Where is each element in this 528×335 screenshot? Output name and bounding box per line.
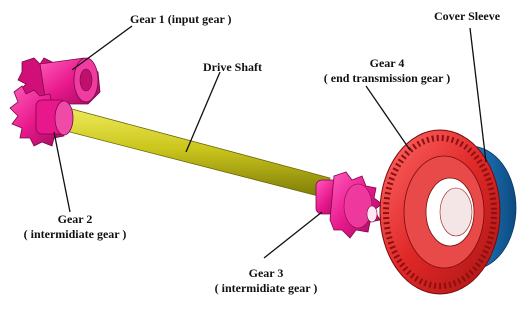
- label-gear-4: Gear 4 ( end transmission gear ): [312, 56, 462, 86]
- label-gear-3-subtitle: ( intermidiate gear ): [196, 281, 336, 296]
- leader-line-drive-shaft: [186, 72, 220, 152]
- label-gear-4-subtitle: ( end transmission gear ): [312, 71, 462, 86]
- leader-line-gear-1: [72, 26, 132, 70]
- label-gear-4-title: Gear 4: [312, 56, 462, 71]
- gear-4-shape: [380, 130, 500, 294]
- label-drive-shaft-text: Drive Shaft: [203, 60, 262, 75]
- drive-shaft: [59, 108, 330, 198]
- label-cover-sleeve: Cover Sleeve: [434, 9, 500, 24]
- label-gear-1: Gear 1 (input gear ): [130, 12, 232, 27]
- label-gear-2-title: Gear 2: [0, 212, 150, 227]
- leader-line-gear-2: [54, 132, 70, 212]
- label-gear-3-title: Gear 3: [196, 266, 336, 281]
- label-gear-2-subtitle: ( intermidiate gear ): [0, 227, 150, 242]
- label-gear-3: Gear 3 ( intermidiate gear ): [196, 266, 336, 296]
- leader-line-gear-3: [264, 212, 322, 258]
- leader-line-cover-sleeve: [470, 28, 486, 162]
- label-gear-1-text: Gear 1 (input gear ): [130, 12, 232, 27]
- label-cover-sleeve-text: Cover Sleeve: [434, 9, 500, 24]
- leader-line-gear-4: [366, 86, 410, 150]
- label-gear-2: Gear 2 ( intermidiate gear ): [0, 212, 150, 242]
- label-drive-shaft: Drive Shaft: [203, 60, 262, 75]
- gear-3-shape: [316, 172, 382, 238]
